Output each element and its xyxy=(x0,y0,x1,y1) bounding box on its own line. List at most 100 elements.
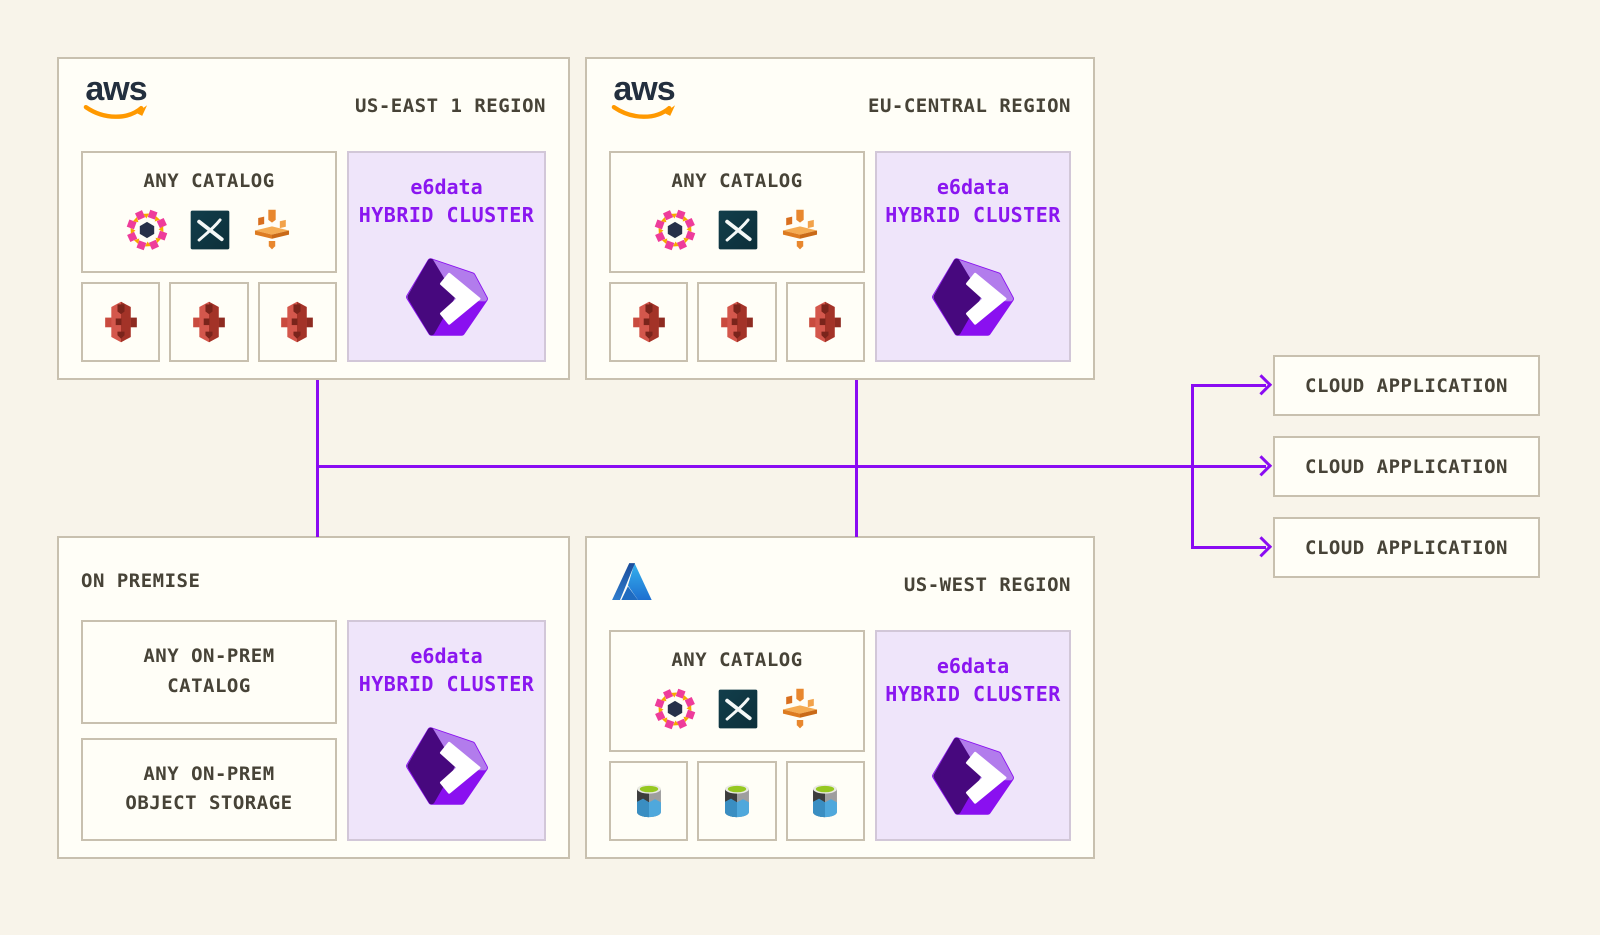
arrow-right-icon xyxy=(1250,535,1273,557)
azure-data-lake-storage-icon xyxy=(725,784,749,818)
region-box-us-west: US-WEST REGION ANY CATALOG xyxy=(585,536,1095,859)
s3-icon xyxy=(721,301,753,343)
catalog-column: ANY CATALOG xyxy=(81,151,337,362)
region-box-on-premise: ON PREMISE ANY ON-PREM CATALOG ANY ON-PR… xyxy=(57,536,570,859)
storage-box xyxy=(169,282,249,362)
catalog-icons-row xyxy=(651,206,823,254)
unity-catalog-icon xyxy=(254,209,290,250)
s3-icon xyxy=(193,301,225,343)
region-body: ANY CATALOG xyxy=(609,630,1071,841)
connector-to-cloud-app-top xyxy=(1191,373,1273,395)
storage-row xyxy=(609,282,865,362)
e6data-hybrid-cluster-panel: e6data HYBRID CLUSTER xyxy=(875,151,1071,362)
box-label-line: CATALOG xyxy=(167,674,251,697)
azure-data-lake-storage-icon xyxy=(813,784,838,818)
box-label-line: ANY ON-PREM xyxy=(143,762,275,785)
region-header: ON PREMISE xyxy=(81,554,546,610)
region-title: US-EAST 1 REGION xyxy=(354,95,546,117)
on-prem-column: ANY ON-PREM CATALOG ANY ON-PREM OBJECT S… xyxy=(81,620,337,841)
storage-row xyxy=(609,761,865,841)
hybrid-cluster-label: HYBRID CLUSTER xyxy=(358,203,535,227)
e6data-logo-icon xyxy=(399,722,495,810)
hybrid-cluster-label: HYBRID CLUSTER xyxy=(358,672,535,696)
region-box-eu-central: aws EU-CENTRAL REGION ANY CATALOG xyxy=(585,57,1095,380)
storage-box xyxy=(697,282,777,362)
storage-box xyxy=(609,761,689,841)
region-body: ANY ON-PREM CATALOG ANY ON-PREM OBJECT S… xyxy=(81,620,546,841)
polaris-catalog-icon xyxy=(654,209,696,251)
catalog-column: ANY CATALOG xyxy=(609,630,865,841)
e6data-hybrid-cluster-panel: e6data HYBRID CLUSTER xyxy=(347,151,546,362)
e6data-logo-icon xyxy=(925,732,1021,820)
aws-logo-text: aws xyxy=(613,70,675,108)
e6data-hybrid-cluster-panel: e6data HYBRID CLUSTER xyxy=(875,630,1071,841)
region-header: aws US-EAST 1 REGION xyxy=(81,70,546,141)
region-box-us-east-1: aws US-EAST 1 REGION ANY CATALOG xyxy=(57,57,570,380)
e6data-brand: e6data xyxy=(410,175,483,199)
azure-logo-icon xyxy=(612,563,652,601)
aws-logo-text: aws xyxy=(85,70,147,108)
hybrid-cluster-label: HYBRID CLUSTER xyxy=(885,682,1061,706)
e6data-brand: e6data xyxy=(936,654,1010,678)
box-label-line: ANY ON-PREM xyxy=(143,645,275,668)
connector-us-east-to-on-premise xyxy=(316,380,319,537)
any-on-prem-catalog-box: ANY ON-PREM CATALOG xyxy=(81,620,337,724)
catalog-column: ANY CATALOG xyxy=(609,151,865,362)
xtable-catalog-icon xyxy=(717,688,759,730)
xtable-catalog-icon xyxy=(189,209,231,251)
region-title: US-WEST REGION xyxy=(903,574,1071,596)
storage-box xyxy=(697,761,777,841)
arrow-right-icon xyxy=(1250,373,1273,395)
arrow-right-icon xyxy=(1250,454,1273,476)
region-header: US-WEST REGION xyxy=(609,554,1071,620)
aws-swoosh-icon xyxy=(83,104,149,120)
cloud-application-box: CLOUD APPLICATION xyxy=(1273,436,1540,497)
aws-logo: aws xyxy=(609,70,679,120)
any-catalog-label: ANY CATALOG xyxy=(671,649,803,671)
e6data-logo-icon xyxy=(925,253,1021,341)
hybrid-cluster-label: HYBRID CLUSTER xyxy=(885,203,1061,227)
catalog-icons-row xyxy=(123,206,295,254)
any-on-prem-object-storage-box: ANY ON-PREM OBJECT STORAGE xyxy=(81,737,337,841)
storage-box xyxy=(609,282,689,362)
connector-main-horizontal xyxy=(316,454,1273,476)
storage-box xyxy=(785,282,865,362)
s3-icon xyxy=(632,301,665,343)
storage-box xyxy=(257,282,337,362)
azure-data-lake-storage-icon xyxy=(636,784,661,818)
any-catalog-label: ANY CATALOG xyxy=(143,170,275,192)
s3-icon xyxy=(104,301,137,343)
e6data-brand: e6data xyxy=(936,175,1010,199)
unity-catalog-icon xyxy=(782,209,818,250)
connector-to-cloud-app-bottom xyxy=(1191,535,1273,557)
storage-box xyxy=(81,282,161,362)
storage-box xyxy=(785,761,865,841)
e6data-hybrid-cluster-panel: e6data HYBRID CLUSTER xyxy=(347,620,546,841)
aws-swoosh-icon xyxy=(611,104,677,120)
region-title: ON PREMISE xyxy=(81,570,201,592)
region-body: ANY CATALOG xyxy=(81,151,546,362)
xtable-catalog-icon xyxy=(717,209,759,251)
cloud-application-box: CLOUD APPLICATION xyxy=(1273,517,1540,578)
storage-row xyxy=(81,282,337,362)
polaris-catalog-icon xyxy=(654,688,696,730)
any-catalog-box: ANY CATALOG xyxy=(609,151,865,273)
region-title: EU-CENTRAL REGION xyxy=(868,95,1071,117)
any-catalog-box: ANY CATALOG xyxy=(609,630,865,752)
region-header: aws EU-CENTRAL REGION xyxy=(609,70,1071,141)
aws-logo: aws xyxy=(81,70,151,120)
region-body: ANY CATALOG xyxy=(609,151,1071,362)
polaris-catalog-icon xyxy=(126,209,168,251)
s3-icon xyxy=(809,301,842,343)
connector-eu-central-to-us-west xyxy=(855,380,858,537)
s3-icon xyxy=(281,301,314,343)
e6data-logo-icon xyxy=(399,253,495,341)
cloud-application-box: CLOUD APPLICATION xyxy=(1273,355,1540,416)
unity-catalog-icon xyxy=(782,688,818,729)
connector-branch-vertical xyxy=(1191,385,1194,548)
catalog-icons-row xyxy=(651,685,823,733)
e6data-brand: e6data xyxy=(410,644,483,668)
box-label-line: OBJECT STORAGE xyxy=(125,792,293,815)
any-catalog-label: ANY CATALOG xyxy=(671,170,803,192)
